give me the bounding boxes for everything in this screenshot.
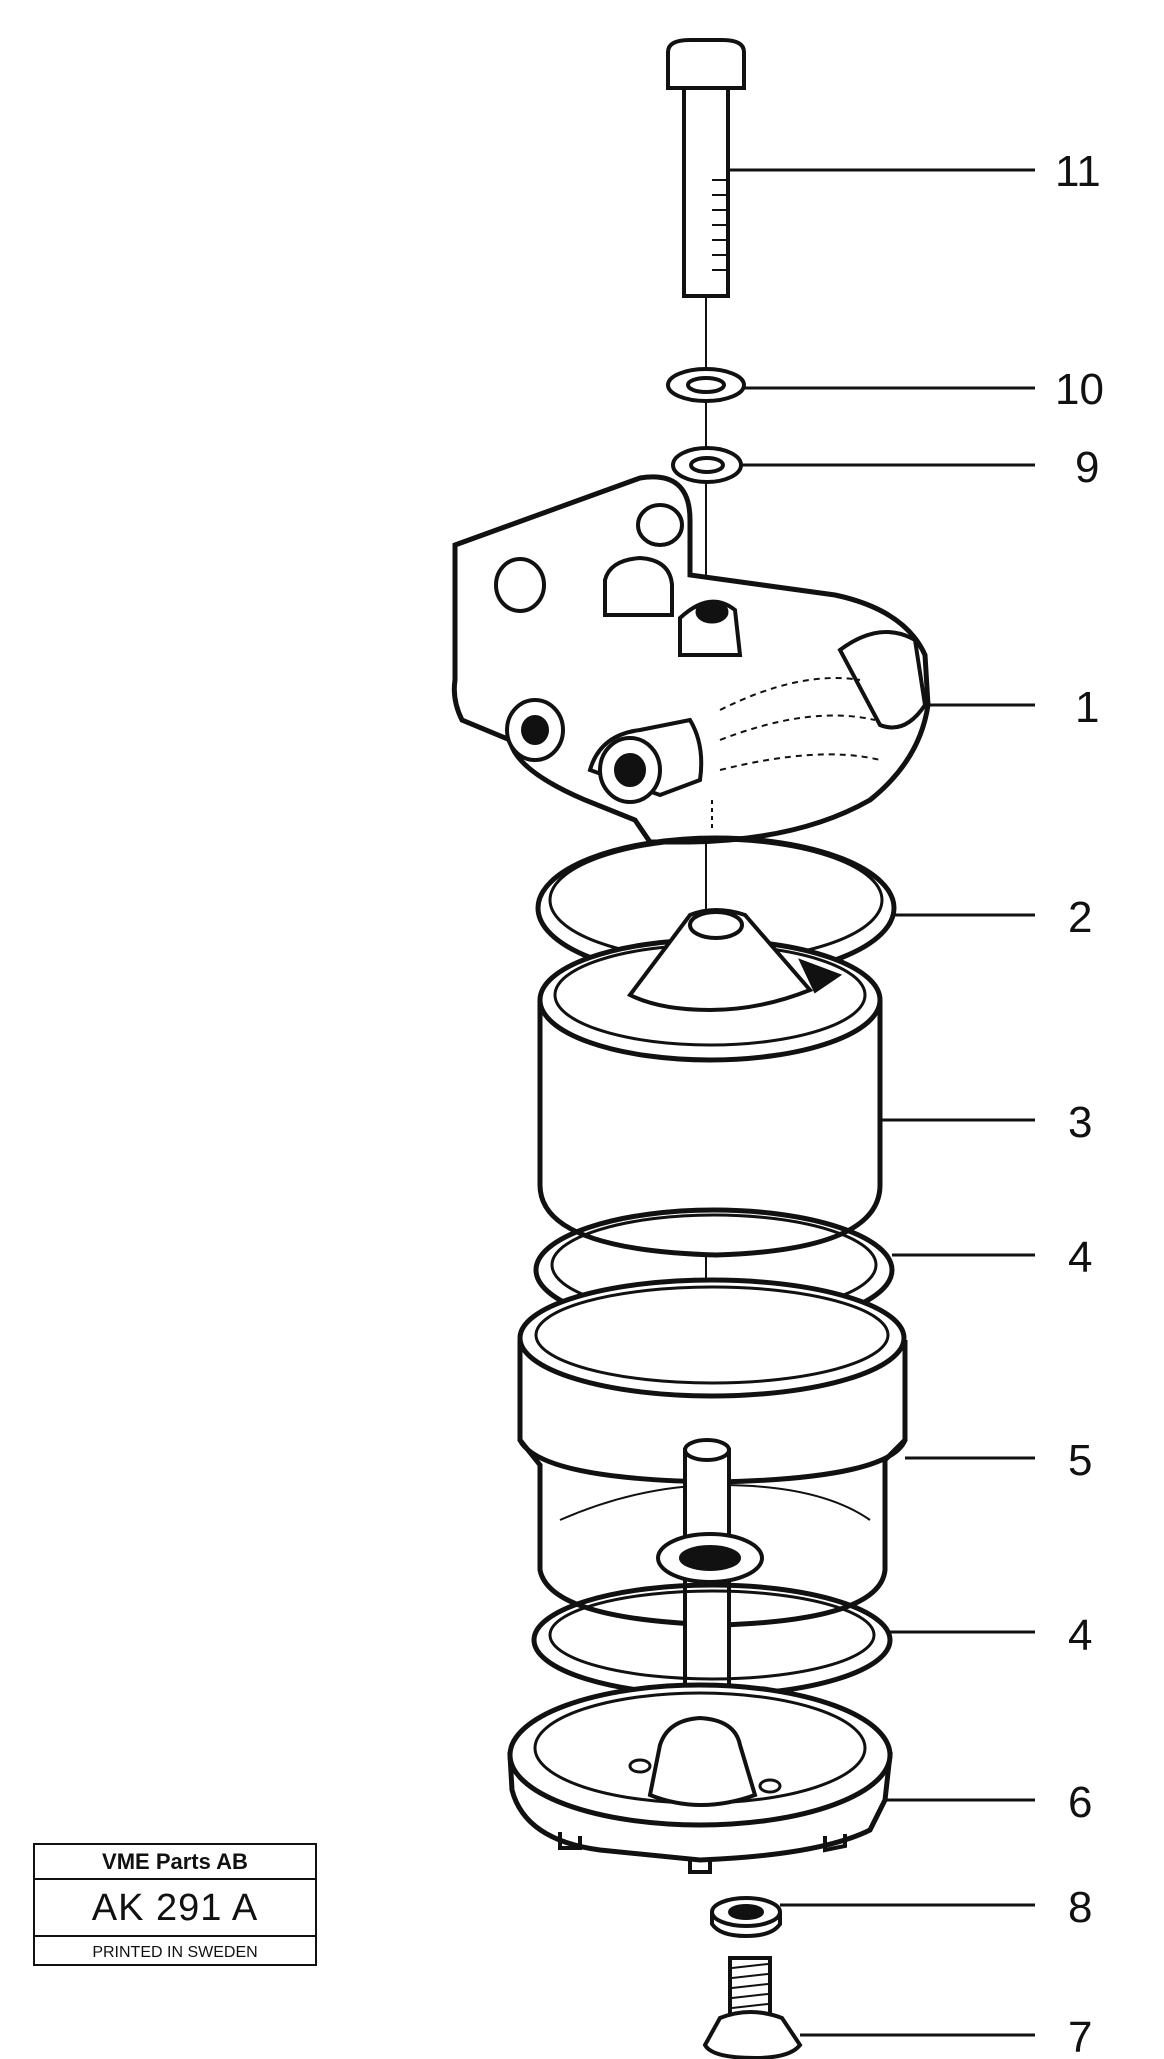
callout-5: 5 (1068, 1436, 1092, 1485)
leader-lines (728, 168, 1035, 2037)
callout-2: 2 (1068, 893, 1092, 942)
part-5-filter-bowl (517, 1277, 908, 1732)
part-7-drain-screw (702, 1956, 803, 2059)
part-1-filter-head (451, 474, 931, 845)
callout-4-lower: 4 (1068, 1611, 1092, 1660)
part-3-filter-element (537, 908, 883, 1258)
title-block-company: VME Parts AB (35, 1845, 315, 1880)
part-6-bottom-cover (507, 1682, 893, 1874)
title-block-drawing-code: AK 291 A (35, 1880, 315, 1937)
callout-1: 1 (1075, 683, 1099, 732)
title-block: VME Parts AB AK 291 A PRINTED IN SWEDEN (33, 1843, 317, 1966)
callout-8: 8 (1068, 1883, 1092, 1932)
callout-7: 7 (1068, 2013, 1092, 2059)
part-9-washer (671, 446, 743, 484)
callout-6: 6 (1068, 1778, 1092, 1827)
callout-4-upper: 4 (1068, 1233, 1092, 1282)
callout-3: 3 (1068, 1098, 1092, 1147)
part-11-bolt (666, 38, 746, 298)
callout-10: 10 (1055, 365, 1104, 414)
callout-9: 9 (1075, 443, 1099, 492)
callout-11: 11 (1055, 147, 1101, 196)
title-block-printed-note: PRINTED IN SWEDEN (92, 1944, 258, 1961)
part-10-washer (666, 367, 746, 403)
part-8-washer (710, 1896, 782, 1939)
